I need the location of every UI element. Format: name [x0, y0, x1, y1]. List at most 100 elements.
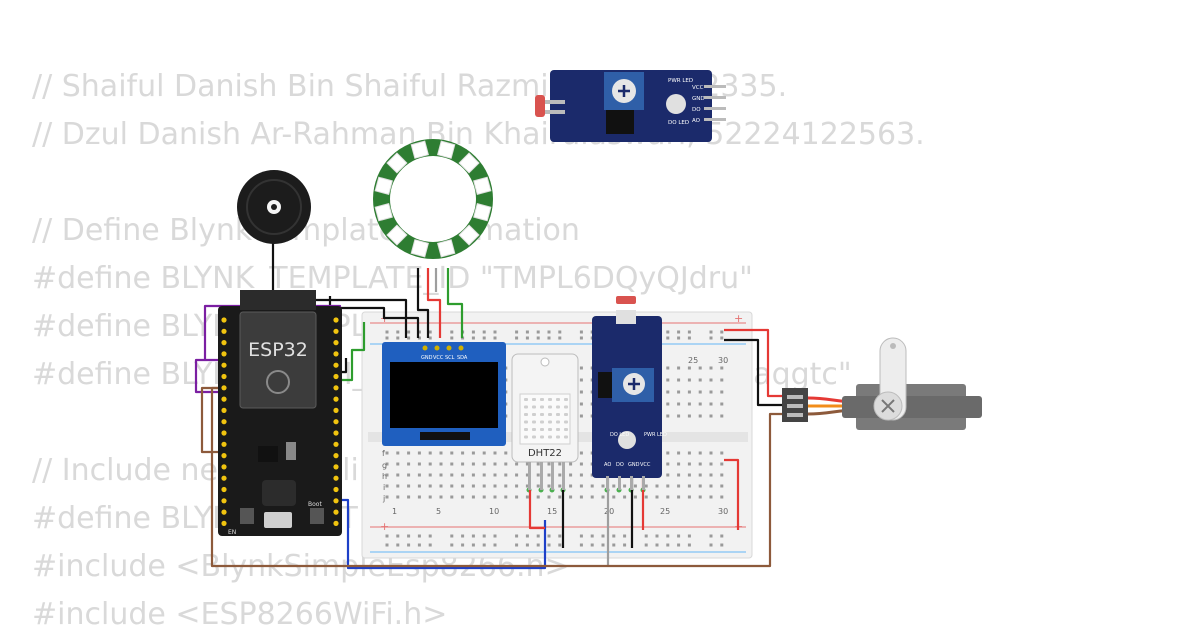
esp32-pin-right[interactable]	[333, 441, 339, 447]
esp32-pin-right[interactable]	[333, 328, 339, 334]
esp32-pin-left[interactable]	[221, 475, 227, 481]
ldr-board-led-pwr: PWR LED	[644, 432, 667, 438]
col-1: 1	[392, 507, 397, 516]
rail-plus-label-top-right: +	[734, 312, 743, 325]
servo-motor[interactable]	[782, 337, 982, 430]
ldr-top-pin-gnd: GND	[692, 96, 705, 102]
ldr-top-leg2	[545, 110, 565, 114]
ldr-top-pin-vcc: VCC	[692, 85, 704, 91]
top-col-25: 25	[688, 356, 698, 365]
esp32-pin-right[interactable]	[333, 475, 339, 481]
ldr-board-pot-cross-icon	[628, 378, 640, 390]
esp32-pin-left[interactable]	[221, 396, 227, 402]
esp32-pin-right[interactable]	[333, 520, 339, 527]
rail-plus-label-bottom: +	[380, 520, 389, 533]
esp32-pin-left[interactable]	[221, 351, 227, 357]
esp32-pin-left[interactable]	[221, 486, 227, 493]
esp32-pin-left[interactable]	[221, 498, 227, 504]
ldr-top-led	[666, 94, 686, 114]
esp32-regulator	[258, 446, 278, 462]
esp32-pin-right[interactable]	[333, 317, 339, 323]
ring-pixel-led	[473, 203, 492, 222]
oled-ribbon	[420, 432, 470, 440]
esp32-pin-left[interactable]	[221, 328, 227, 334]
wire-blue	[338, 498, 547, 570]
ldr-board-led	[618, 431, 636, 449]
esp32-pin-left[interactable]	[221, 385, 227, 391]
ldr-board-pin-gnd: GND	[628, 462, 640, 468]
wire-dht-red	[528, 490, 545, 530]
oled-display[interactable]: GND VCC SCL SDA	[382, 342, 506, 446]
row-i: i	[383, 483, 385, 492]
dht22-sensor[interactable]: DHT22	[511, 353, 579, 490]
neopixel-ring[interactable]	[373, 139, 493, 259]
buzzer[interactable]	[237, 170, 311, 244]
esp32-pin-left[interactable]	[221, 453, 227, 459]
col-10: 10	[489, 507, 499, 516]
esp32-pin-right[interactable]	[333, 498, 339, 504]
esp32-pin-right[interactable]	[333, 509, 339, 515]
wire-esp-green	[338, 322, 366, 382]
ring-pixel-led	[374, 203, 393, 222]
row-g: g	[382, 461, 387, 470]
esp32-board[interactable]: ESP32 EN Boot	[218, 290, 342, 536]
esp32-pin-right[interactable]	[333, 419, 339, 425]
esp32-pin-left[interactable]	[221, 441, 227, 447]
esp32-pin-left[interactable]	[221, 419, 227, 425]
ring-pixels	[374, 140, 492, 258]
en-label: EN	[228, 529, 236, 536]
esp32-pin-right[interactable]	[333, 385, 339, 391]
esp32-pin-right[interactable]	[333, 453, 339, 459]
ring-pixel-led	[410, 140, 429, 159]
esp32-pin-right[interactable]	[333, 351, 339, 357]
dht22-pins	[528, 462, 565, 490]
esp32-pin-left[interactable]	[221, 407, 227, 413]
esp32-pin-left[interactable]	[221, 317, 227, 323]
esp32-pin-right[interactable]	[333, 464, 339, 470]
ring-inner	[390, 156, 476, 242]
code-line: #include <ESP8266WiFi.h>	[32, 597, 448, 632]
ring-pixel-led	[410, 239, 429, 258]
esp32-pin-right[interactable]	[333, 430, 339, 436]
ldr-module-top[interactable]: PWR LED DO LED VCC GND DO AO	[535, 70, 726, 142]
esp32-pin-right[interactable]	[333, 396, 339, 402]
col-30: 30	[718, 507, 728, 516]
boot-button[interactable]	[310, 508, 324, 524]
dht22-grille	[519, 393, 571, 445]
ldr-board-led-do: DO LED	[610, 432, 629, 438]
buzzer-ring	[246, 179, 302, 235]
en-button[interactable]	[240, 508, 254, 524]
col-15: 15	[547, 507, 557, 516]
esp32-pin-left[interactable]	[221, 520, 227, 527]
ldr-board-pin-vcc: VCC	[640, 462, 651, 468]
esp32-pin-right[interactable]	[333, 340, 339, 346]
esp32-pin-left[interactable]	[221, 430, 227, 436]
esp32-pin-right[interactable]	[333, 362, 339, 368]
esp32-pin-right[interactable]	[333, 407, 339, 413]
esp32-pin-left[interactable]	[221, 464, 227, 470]
servo-horn-hole	[890, 343, 896, 349]
esp32-left-pins	[221, 317, 227, 527]
ldr-top-chip	[606, 110, 634, 134]
ldr-board-pin-ao: AO	[604, 462, 611, 468]
row-f: f	[382, 449, 385, 458]
esp32-pin-left[interactable]	[221, 373, 227, 380]
esp32-pin-left[interactable]	[221, 362, 227, 368]
esp32-pin-left[interactable]	[221, 509, 227, 515]
dht22-label: DHT22	[528, 448, 562, 459]
dht22-mount-hole	[540, 357, 550, 367]
servo-screw-icon	[881, 399, 895, 413]
wire-ring-green	[446, 268, 464, 338]
ldr-module-board[interactable]: DO LED PWR LED AO DO GND VCC	[592, 296, 667, 490]
top-col-30: 30	[718, 356, 728, 365]
ldr-top-led-label-pwr: PWR LED	[668, 78, 693, 84]
wire-right-rail-red	[724, 458, 740, 530]
esp32-pin-right[interactable]	[333, 373, 339, 380]
ring-pixel-led	[473, 176, 492, 195]
esp32-pin-left[interactable]	[221, 340, 227, 346]
esp32-pin-right[interactable]	[333, 486, 339, 493]
wire-servo-red	[724, 328, 788, 398]
oled-pin-vcc: VCC	[433, 355, 444, 361]
ring-pixel-led	[374, 176, 393, 195]
